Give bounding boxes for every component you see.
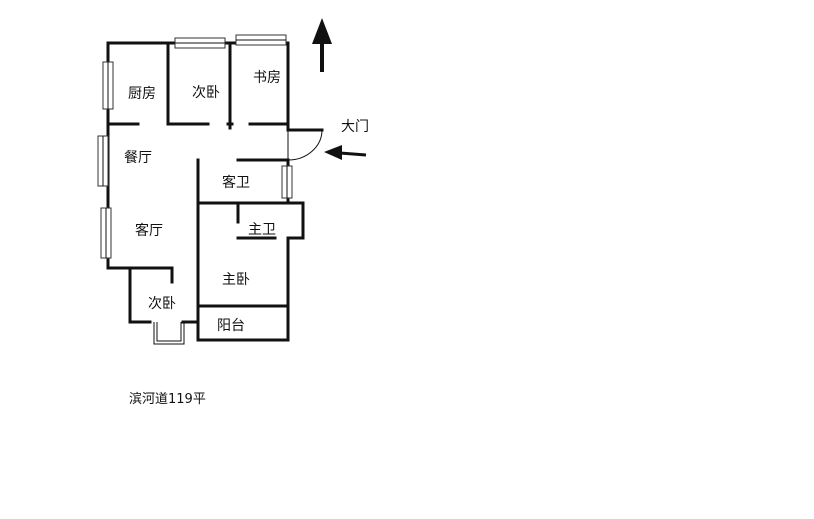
room-label-master-bath: 主卫 <box>248 222 276 238</box>
room-label-second-bedroom-bottom: 次卧 <box>148 296 176 312</box>
plan-caption: 滨河道119平 <box>129 392 206 407</box>
entrance-door <box>287 129 323 161</box>
room-label-living: 客厅 <box>135 222 163 239</box>
room-label-kitchen: 厨房 <box>128 86 156 102</box>
room-label-dining: 餐厅 <box>124 150 152 166</box>
windows <box>97 34 293 259</box>
room-label-second-bedroom-top: 次卧 <box>192 85 220 101</box>
entrance-arrow-icon <box>324 145 367 160</box>
thin-lines <box>153 200 199 345</box>
room-label-balcony: 阳台 <box>217 318 245 334</box>
room-label-master-bedroom: 主卧 <box>222 272 250 288</box>
entrance-label: 大门 <box>341 119 369 135</box>
north-arrow-icon <box>312 18 332 72</box>
room-label-study: 书房 <box>253 70 281 86</box>
room-label-guest-bath: 客卫 <box>222 174 250 191</box>
